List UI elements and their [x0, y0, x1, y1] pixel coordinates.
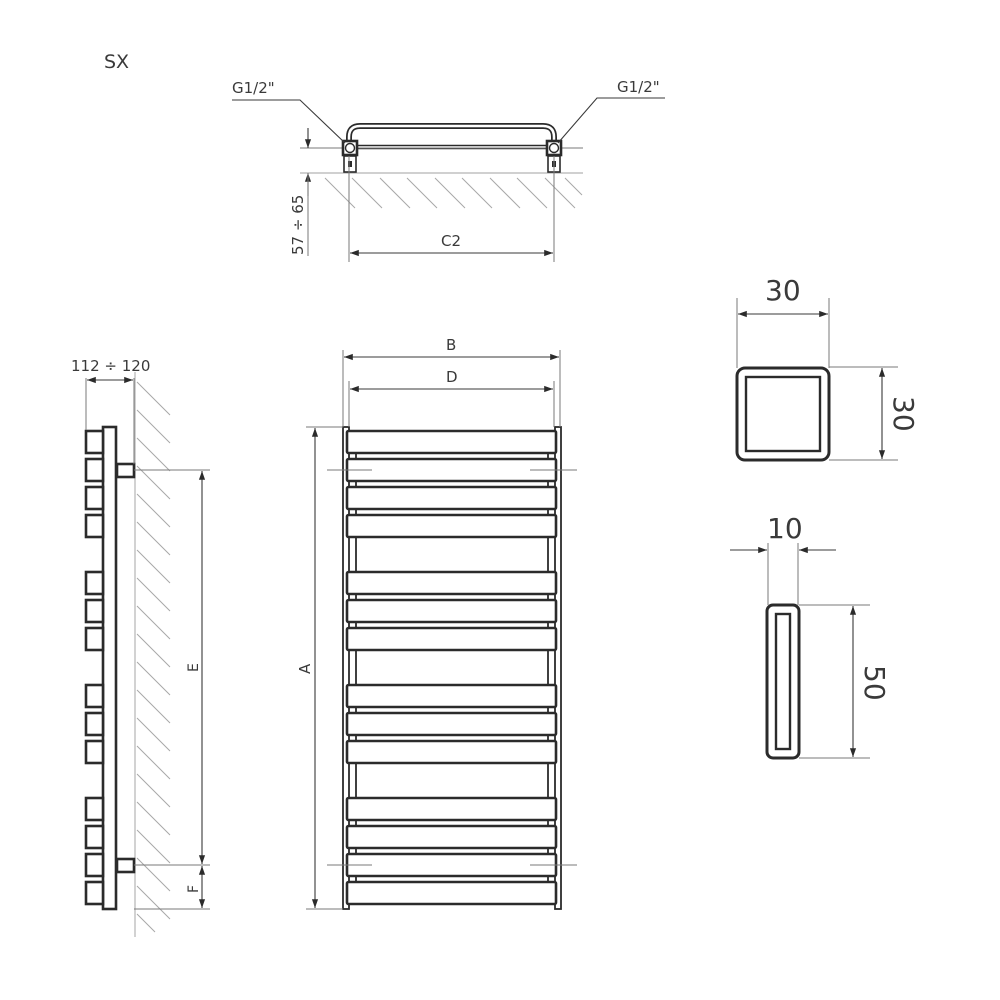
- model-label: SX: [104, 51, 129, 73]
- flat-height-label: 50: [858, 665, 891, 701]
- wall-hatch: [324, 177, 583, 209]
- bracket-top: [115, 462, 136, 479]
- center-distance-label: C2: [441, 232, 461, 250]
- collector-right: [554, 426, 562, 910]
- square-width-label: 30: [765, 274, 801, 307]
- height-A-label: A: [296, 663, 314, 674]
- wall-hatch-side: [136, 381, 171, 933]
- width-B-label: B: [446, 336, 456, 354]
- width-D-label: D: [446, 368, 458, 386]
- connection-label-right: G1/2": [617, 78, 660, 96]
- dim-E-label: E: [186, 663, 202, 672]
- bracket-bottom: [115, 857, 136, 874]
- depth-label: 112 ÷ 120: [71, 357, 150, 375]
- side-collector: [101, 425, 118, 911]
- side-view: 112 ÷ 120 E F: [71, 357, 210, 937]
- side-fins: [84, 429, 105, 906]
- square-profile: 30 30: [735, 274, 920, 462]
- front-bars: [345, 429, 558, 906]
- wall-distance-label: 57 ÷ 65: [289, 195, 307, 255]
- square-height-label: 30: [887, 396, 920, 432]
- flat-profile: 10 50: [730, 512, 891, 760]
- top-view: G1/2" G1/2" 57 ÷ 65 C2: [232, 78, 665, 262]
- flat-width-label: 10: [767, 512, 803, 545]
- dim-F-label: F: [186, 885, 202, 893]
- front-view: B D A: [296, 336, 577, 910]
- connection-label-left: G1/2": [232, 79, 275, 97]
- collector-left: [342, 426, 350, 910]
